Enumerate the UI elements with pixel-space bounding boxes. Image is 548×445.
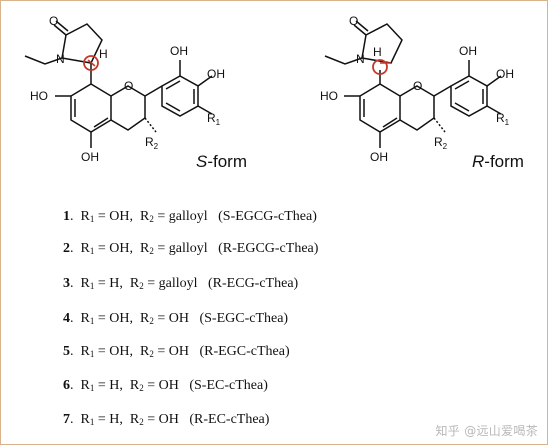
r2-value: OH	[168, 344, 189, 359]
s-ho-label: HO	[30, 89, 48, 103]
compound-number: 3	[63, 276, 70, 291]
r-r1-label: R1	[496, 111, 510, 127]
compound-number: 1	[63, 209, 70, 224]
r-oxygen-label: O	[349, 14, 358, 28]
watermark: 知乎 @远山爱喝茶	[435, 424, 538, 438]
s-r1-label: R1	[207, 111, 221, 127]
s-stereocenter-highlight	[83, 55, 99, 71]
r1-value: OH	[109, 209, 130, 224]
compound-number: 6	[63, 378, 70, 393]
r2-value: OH	[168, 311, 189, 326]
compound-name: (S-EGC-cThea)	[199, 311, 289, 326]
r-ho-label: HO	[320, 89, 338, 103]
s-oh-bottom-label: OH	[81, 150, 99, 164]
s-oh-right-label: OH	[207, 67, 225, 81]
s-oh-top-label: OH	[170, 44, 188, 58]
compound-number: 7	[63, 412, 70, 427]
s-nitrogen-label: N	[56, 52, 65, 66]
compound-row: 2. R1 = OH, R2 = galloyl (R-EGCG-cThea)	[63, 241, 319, 256]
r-stereocenter-highlight	[372, 59, 388, 75]
compound-name: (S-EGCG-cThea)	[218, 209, 317, 224]
compound-number: 5	[63, 344, 70, 359]
compound-name: (R-EGC-cThea)	[199, 344, 290, 359]
compound-name: (R-EC-cThea)	[189, 412, 270, 427]
compound-number: 4	[63, 311, 70, 326]
r1-value: H	[109, 378, 120, 393]
compound-name: (R-EGCG-cThea)	[218, 241, 319, 256]
compound-number: 2	[63, 241, 70, 256]
r-oh-top-label: OH	[459, 44, 477, 58]
r-form-caption: R-form	[472, 152, 524, 171]
r-hydrogen-label: H	[373, 45, 382, 59]
r1-value: H	[109, 412, 120, 427]
r-r2-label: R2	[434, 135, 448, 151]
r2-value: OH	[158, 412, 179, 427]
r1-value: OH	[109, 344, 130, 359]
compound-row: 7. R1 = H, R2 = OH (R-EC-cThea)	[63, 412, 270, 427]
r1-value: OH	[109, 311, 130, 326]
r1-value: H	[109, 276, 120, 291]
s-hydrogen-label: H	[99, 47, 108, 61]
r-nitrogen-label: N	[356, 52, 365, 66]
s-form-caption: S-form	[196, 152, 247, 171]
r-ring-oxygen-label: O	[413, 79, 422, 93]
s-oxygen-label: O	[49, 14, 58, 28]
r-oh-right-label: OH	[496, 67, 514, 81]
chemical-structures: O N H O HO OH OH OH R1 R2 S-form O N H O…	[24, 14, 524, 171]
r2-value: OH	[158, 378, 179, 393]
r-oh-bottom-label: OH	[370, 150, 388, 164]
compound-row: 6. R1 = H, R2 = OH (S-EC-cThea)	[63, 378, 268, 393]
compound-name: (S-EC-cThea)	[189, 378, 268, 393]
s-r2-label: R2	[145, 135, 159, 151]
r1-value: OH	[109, 241, 130, 256]
compound-row: 4. R1 = OH, R2 = OH (S-EGC-cThea)	[63, 311, 289, 326]
compound-name: (R-ECG-cThea)	[208, 276, 299, 291]
r2-value: galloyl	[158, 276, 198, 291]
s-ring-oxygen-label: O	[124, 79, 133, 93]
compound-row: 1. R1 = OH, R2 = galloyl (S-EGCG-cThea)	[63, 209, 317, 224]
compound-row: 5. R1 = OH, R2 = OH (R-EGC-cThea)	[63, 344, 290, 359]
r2-value: galloyl	[168, 209, 208, 224]
r2-value: galloyl	[168, 241, 208, 256]
s-form-structure	[24, 20, 213, 148]
compound-row: 3. R1 = H, R2 = galloyl (R-ECG-cThea)	[63, 276, 299, 291]
